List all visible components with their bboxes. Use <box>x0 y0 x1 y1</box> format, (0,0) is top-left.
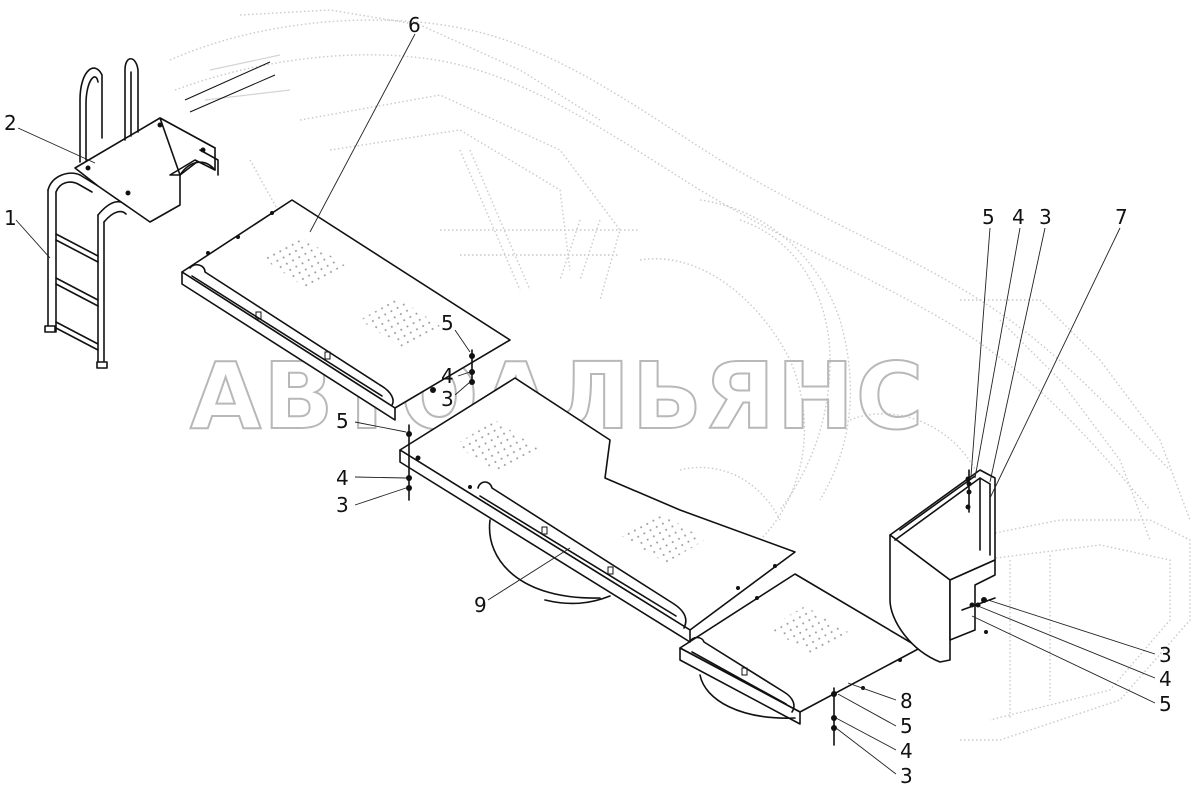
callout-right-5: 5 <box>1159 692 1172 716</box>
fastener-right <box>961 597 996 611</box>
callout-top-right-5: 5 <box>982 205 995 229</box>
leader-lines <box>15 33 1156 775</box>
callout-left-4: 4 <box>336 466 349 490</box>
callout-9: 9 <box>474 593 487 617</box>
callout-6: 6 <box>408 13 421 37</box>
fasteners <box>406 349 996 746</box>
callout-right-4: 4 <box>1159 667 1172 691</box>
floor-panel-part-6 <box>181 199 511 421</box>
housing-part-7 <box>889 469 996 663</box>
callout-left-3: 3 <box>336 493 349 517</box>
ladder-part-1 <box>44 172 129 369</box>
callout-right-3: 3 <box>1159 643 1172 667</box>
fastener-mid <box>430 349 475 393</box>
callout-2: 2 <box>4 111 17 135</box>
fastener-top-right <box>966 469 972 513</box>
callout-1: 1 <box>4 206 17 230</box>
callout-bottom-3: 3 <box>900 764 913 788</box>
floor-panel-part-8 <box>679 573 921 725</box>
fastener-left <box>406 424 412 501</box>
platform-part-2 <box>74 57 276 223</box>
callout-7: 7 <box>1115 205 1128 229</box>
callout-left-5: 5 <box>336 409 349 433</box>
fastener-bottom <box>831 687 837 746</box>
callout-mid-3: 3 <box>441 387 454 411</box>
callout-bottom-4: 4 <box>900 739 913 763</box>
callout-top-right-3: 3 <box>1039 205 1052 229</box>
callout-mid-4: 4 <box>441 364 454 388</box>
callout-mid-5: 5 <box>441 311 454 335</box>
vehicle-ghost-outline <box>169 9 1191 741</box>
callout-bottom-5: 5 <box>900 714 913 738</box>
callout-top-right-4: 4 <box>1012 205 1025 229</box>
callout-8: 8 <box>900 689 913 713</box>
floor-panel-part-9 <box>399 377 796 643</box>
callout-labels: 1 2 6 7 5 4 3 5 4 3 5 4 3 9 3 4 5 8 5 4 … <box>4 13 1172 788</box>
